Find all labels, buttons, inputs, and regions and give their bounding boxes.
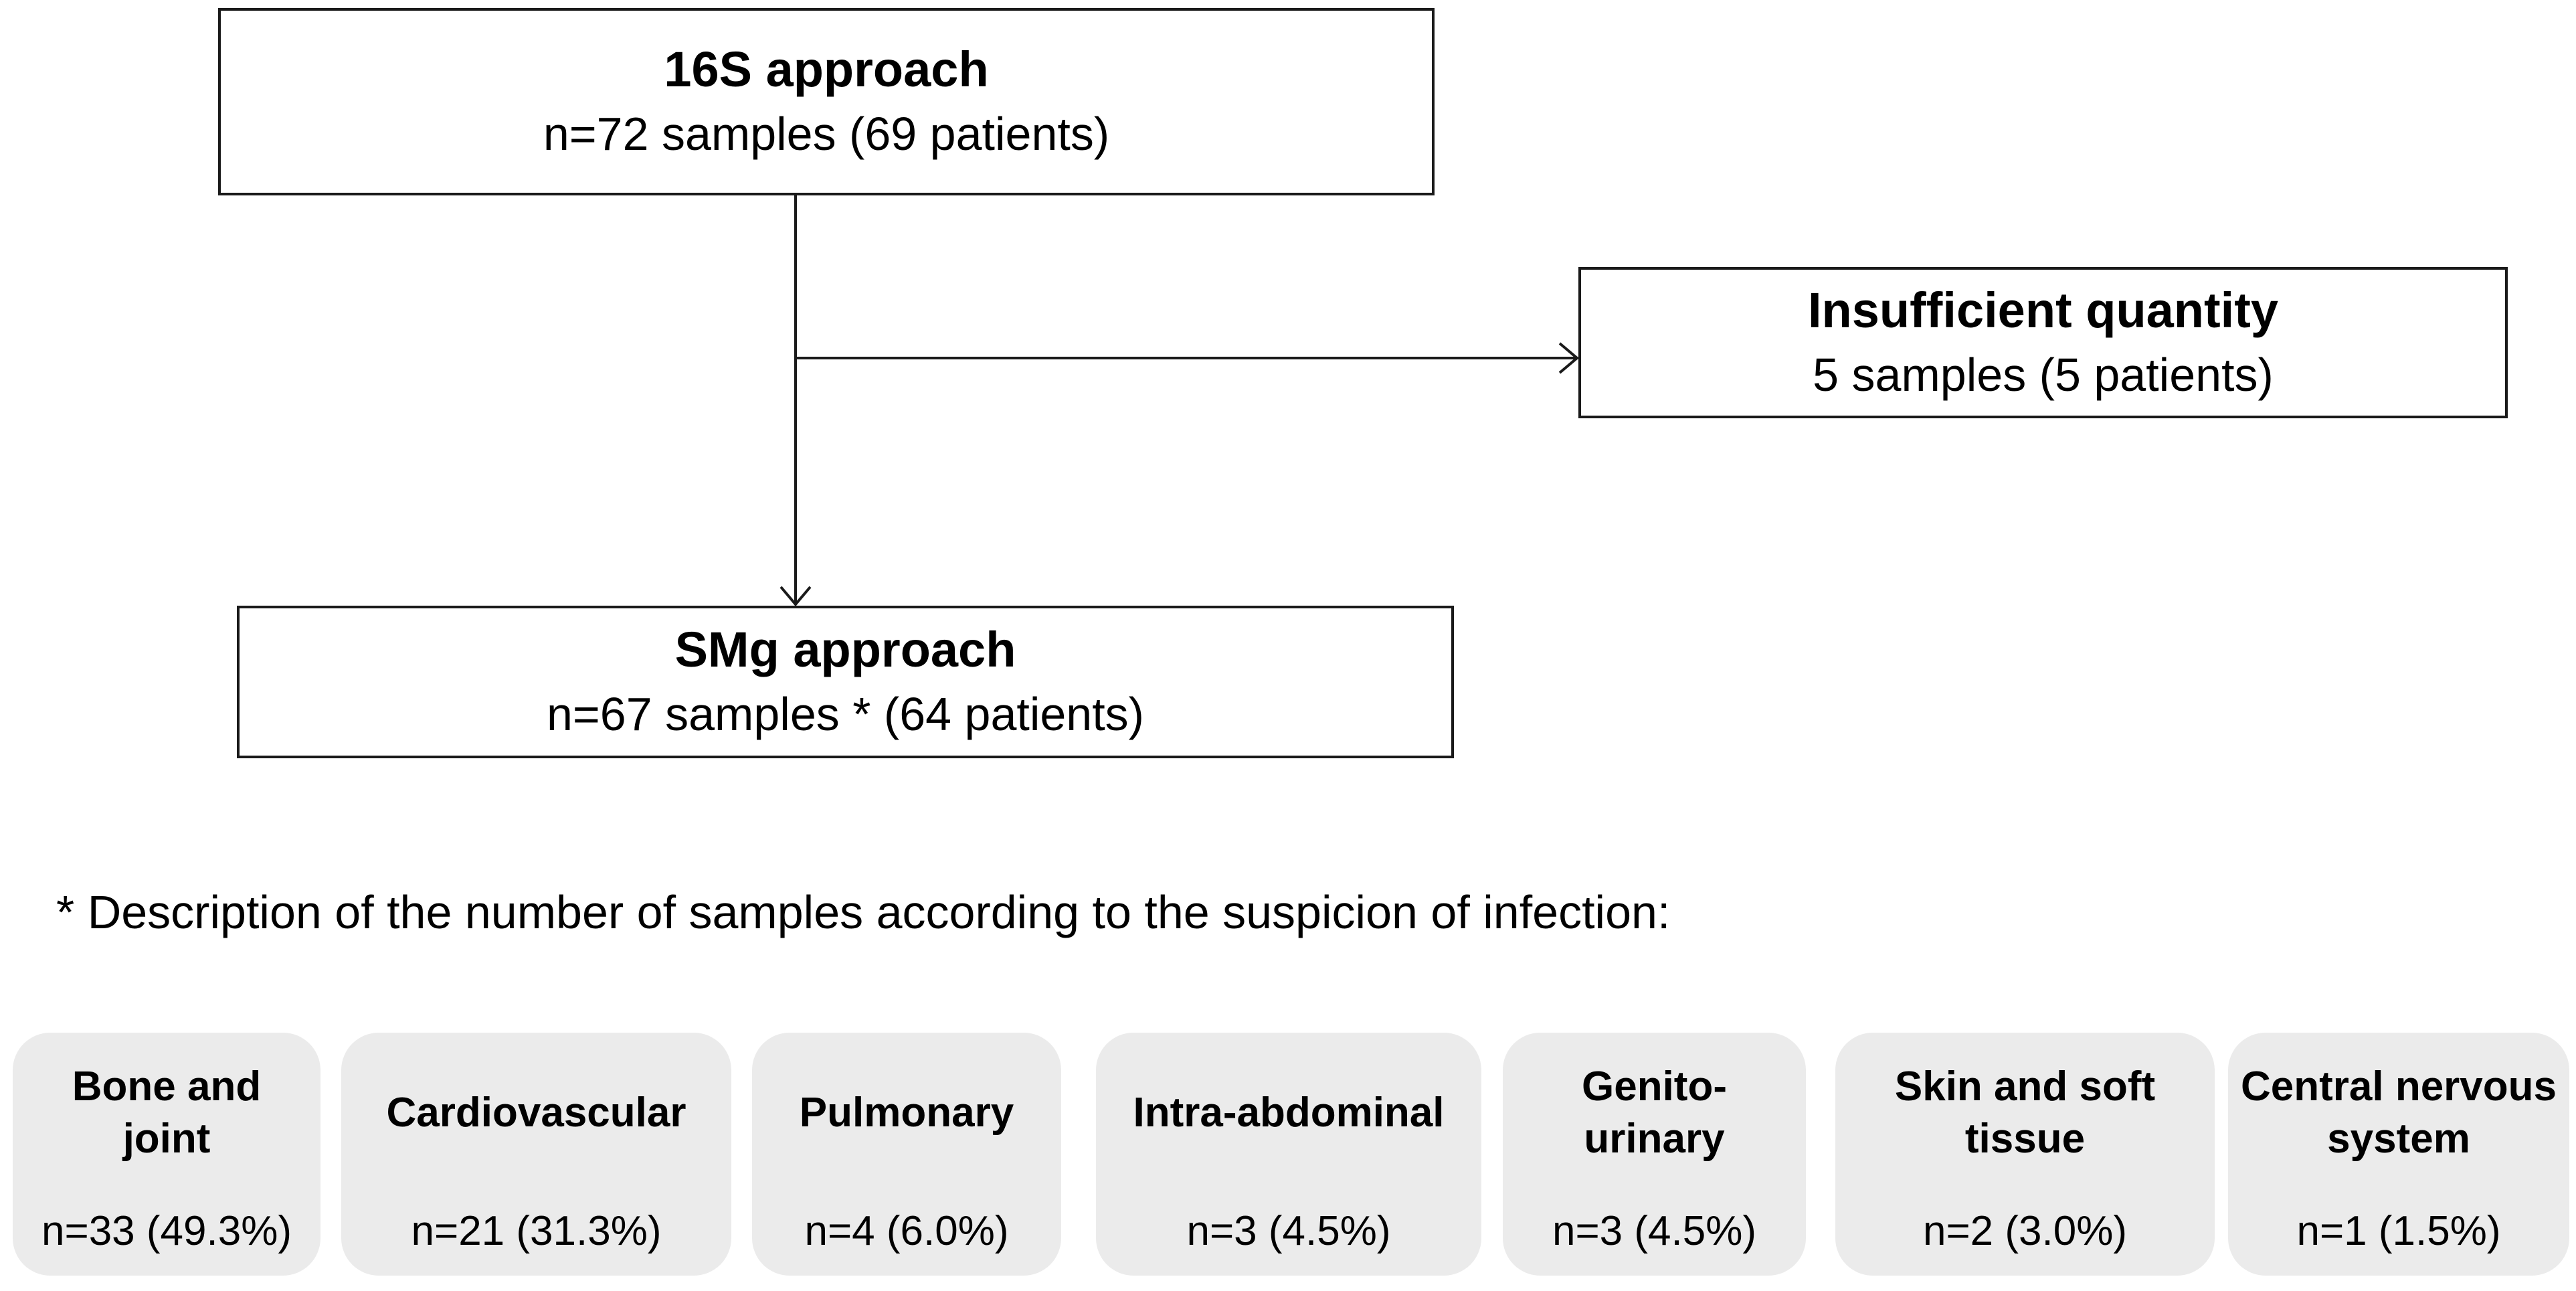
category-name: Bone and joint bbox=[72, 1063, 262, 1162]
arrowhead-right-icon bbox=[1558, 342, 1580, 374]
footnote: * Description of the number of samples a… bbox=[56, 886, 1671, 938]
result-box: SMg approach n=67 samples * (64 patients… bbox=[237, 606, 1454, 758]
category-name: Genito- urinary bbox=[1582, 1063, 1727, 1162]
category-count: n=21 (31.3%) bbox=[411, 1208, 662, 1254]
category-count: n=2 (3.0%) bbox=[1922, 1208, 2127, 1254]
category-card-skin-soft-tissue: Skin and soft tissue n=2 (3.0%) bbox=[1835, 1033, 2215, 1276]
category-name: Pulmonary bbox=[799, 1090, 1014, 1136]
category-count: n=4 (6.0%) bbox=[804, 1208, 1009, 1254]
arrowhead-down-icon bbox=[779, 586, 812, 607]
result-title: SMg approach bbox=[674, 622, 1016, 677]
excluded-box: Insufficient quantity 5 samples (5 patie… bbox=[1578, 267, 2508, 418]
category-card-bone-joint: Bone and joint n=33 (49.3%) bbox=[13, 1033, 320, 1276]
category-card-pulmonary: Pulmonary n=4 (6.0%) bbox=[752, 1033, 1061, 1276]
category-name: Intra-abdominal bbox=[1133, 1090, 1445, 1136]
category-card-central-nervous-system: Central nervous system n=1 (1.5%) bbox=[2228, 1033, 2569, 1276]
category-name: Central nervous system bbox=[2240, 1063, 2557, 1162]
excluded-subtitle: 5 samples (5 patients) bbox=[1813, 349, 2274, 401]
category-card-intra-abdominal: Intra-abdominal n=3 (4.5%) bbox=[1096, 1033, 1481, 1276]
category-card-cardiovascular: Cardiovascular n=21 (31.3%) bbox=[341, 1033, 731, 1276]
category-name: Cardiovascular bbox=[386, 1090, 686, 1136]
category-count: n=3 (4.5%) bbox=[1186, 1208, 1391, 1254]
excluded-title: Insufficient quantity bbox=[1808, 282, 2278, 338]
start-subtitle: n=72 samples (69 patients) bbox=[543, 108, 1110, 160]
category-card-genito-urinary: Genito- urinary n=3 (4.5%) bbox=[1503, 1033, 1806, 1276]
category-count: n=1 (1.5%) bbox=[2296, 1208, 2501, 1254]
result-subtitle: n=67 samples * (64 patients) bbox=[546, 688, 1144, 740]
category-name: Skin and soft tissue bbox=[1894, 1063, 2156, 1162]
category-count: n=33 (49.3%) bbox=[41, 1208, 292, 1254]
category-count: n=3 (4.5%) bbox=[1552, 1208, 1756, 1254]
start-box: 16S approach n=72 samples (69 patients) bbox=[218, 8, 1435, 195]
start-title: 16S approach bbox=[664, 41, 989, 97]
